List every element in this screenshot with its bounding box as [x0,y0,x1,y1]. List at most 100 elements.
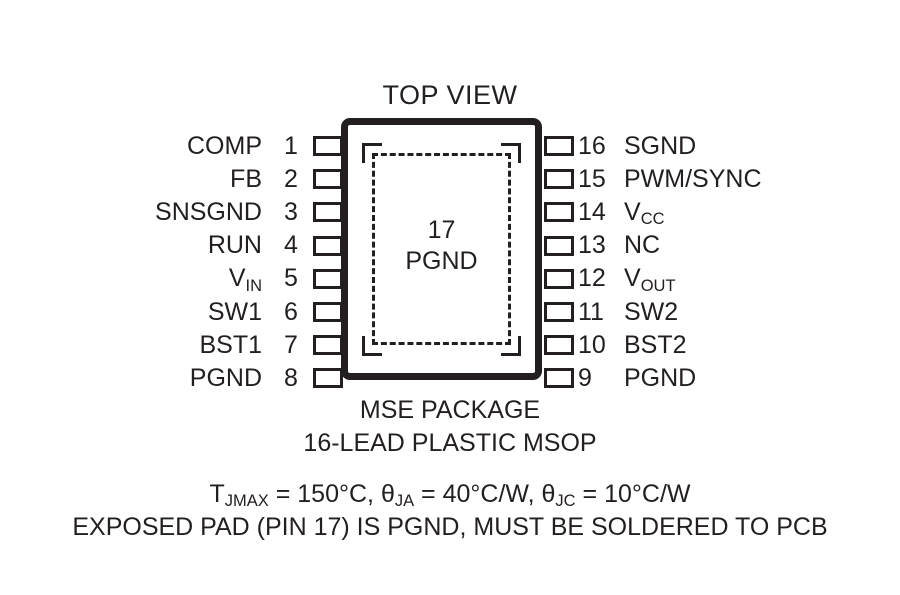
pin-number-12: 12 [578,264,606,293]
pin-number-5: 5 [284,264,298,293]
theta-jc-subscript: JC [555,492,576,511]
pin-number-13: 13 [578,231,606,260]
pin-name-base: SGND [624,131,697,160]
pin-lead-4 [313,235,343,256]
pin-row-3: SNSGND 3 [20,197,308,227]
thermal-ratings-note: TJMAX = 150°C, θJA = 40°C/W, θJC = 10°C/… [0,480,900,511]
pin-number-9: 9 [578,363,592,392]
pin-lead-14 [544,202,574,223]
exposed-pad-name: PGND [405,247,478,275]
pin-row-7: BST1 7 [20,330,308,360]
pin-lead-11 [544,302,574,322]
pin-label-4: RUN [208,231,262,260]
exposed-pad-corner-bottom-left [362,336,382,356]
tjmax-subscript: JMAX [224,492,269,511]
pin-name-base: BST1 [199,330,262,359]
exposed-pad-outline [372,153,511,345]
pin-row-2: FB 2 [20,164,308,194]
pin-number-3: 3 [284,197,298,226]
pin-label-7: BST1 [199,331,262,360]
pin-row-12: 12 VOUT [578,264,878,294]
pin-name-base: NC [624,231,661,260]
pin-lead-1 [313,136,343,156]
pin-lead-3 [313,202,343,223]
pin-number-11: 11 [578,297,604,326]
pin-lead-2 [313,169,343,190]
pin-label-3: SNSGND [155,198,262,227]
diagram-title: TOP VIEW [382,80,518,110]
pin-name-base: FB [230,164,262,193]
pin-label-11: SW2 [624,298,678,327]
pin-number-16: 16 [578,131,606,160]
pin-name-base: PGND [624,363,697,392]
pin-row-14: 14 VCC [578,197,878,229]
pin-name-subscript: OUT [640,276,676,295]
pin-lead-9 [544,368,574,389]
pin-name-base: BST2 [624,330,687,359]
tjmax-value: = 150°C, [268,480,381,508]
pin-row-11: 11 SW2 [578,297,878,327]
pin-lead-16 [544,136,574,156]
pin-label-13: NC [624,231,660,260]
pin-number-10: 10 [578,330,606,359]
pin-number-15: 15 [578,164,606,193]
pin-number-2: 2 [284,164,298,193]
pin-row-16: 16 SGND [578,131,878,161]
pin-lead-5 [313,268,343,289]
pin-number-1: 1 [284,131,298,160]
pin-number-4: 4 [284,231,298,260]
pin-label-10: BST2 [624,331,687,360]
pin-name-subscript: CC [640,210,665,229]
pin-lead-15 [544,169,574,190]
exposed-pad-number: 17 [427,216,456,244]
pin-lead-7 [313,335,343,356]
pin-name-base: PWM/SYNC [624,164,762,193]
exposed-pad-corner-top-right [501,143,521,163]
theta-jc-symbol: θ [541,480,556,508]
pin-lead-13 [544,235,574,256]
pin-row-1: COMP 1 [20,131,308,161]
pin-name-subscript: IN [245,276,263,295]
exposed-pad-label: 17 PGND [372,215,511,277]
pin-label-6: SW1 [208,298,262,327]
pin-name-base: V [228,264,246,293]
pin-row-4: RUN 4 [20,231,308,261]
theta-ja-value: = 40°C/W, [414,480,542,508]
pin-lead-10 [544,335,574,356]
exposed-pad-corner-top-left [362,143,382,163]
pin-name-base: V [624,197,641,226]
pin-number-14: 14 [578,197,606,226]
pin-label-1: COMP [187,132,262,161]
theta-jc-value: = 10°C/W [575,480,691,508]
pin-row-13: 13 NC [578,231,878,261]
pin-label-16: SGND [624,132,696,161]
pin-name-base: SNSGND [155,197,262,226]
pin-label-5: VIN [228,264,263,295]
package-name: MSE PACKAGE [359,396,541,424]
pin-name-base: PGND [189,363,262,392]
exposed-pad-note: EXPOSED PAD (PIN 17) IS PGND, MUST BE SO… [72,513,828,541]
pin-label-14: VCC [624,197,665,229]
pin-number-7: 7 [284,330,298,359]
pin-name-base: SW2 [624,297,679,326]
exposed-pad-corner-bottom-right [501,336,521,356]
pin-lead-6 [313,302,343,322]
pin-label-12: VOUT [624,264,676,295]
pin-row-9: 9 PGND [578,363,878,393]
pin-name-base: SW1 [207,297,262,326]
pin-name-base: RUN [207,231,262,260]
pin-row-15: 15 PWM/SYNC [578,164,878,194]
pin-lead-12 [544,268,574,289]
theta-ja-symbol: θ [380,480,395,508]
pin-name-base: V [624,264,641,293]
pin-label-15: PWM/SYNC [624,165,762,194]
pin-number-6: 6 [284,297,298,326]
pin-row-6: SW1 6 [20,297,308,327]
pin-label-2: FB [230,165,262,194]
package-description: 16-LEAD PLASTIC MSOP [303,429,597,457]
pin-name-base: COMP [187,131,262,160]
pin-row-10: 10 BST2 [578,330,878,360]
pin-label-8: PGND [190,364,262,393]
